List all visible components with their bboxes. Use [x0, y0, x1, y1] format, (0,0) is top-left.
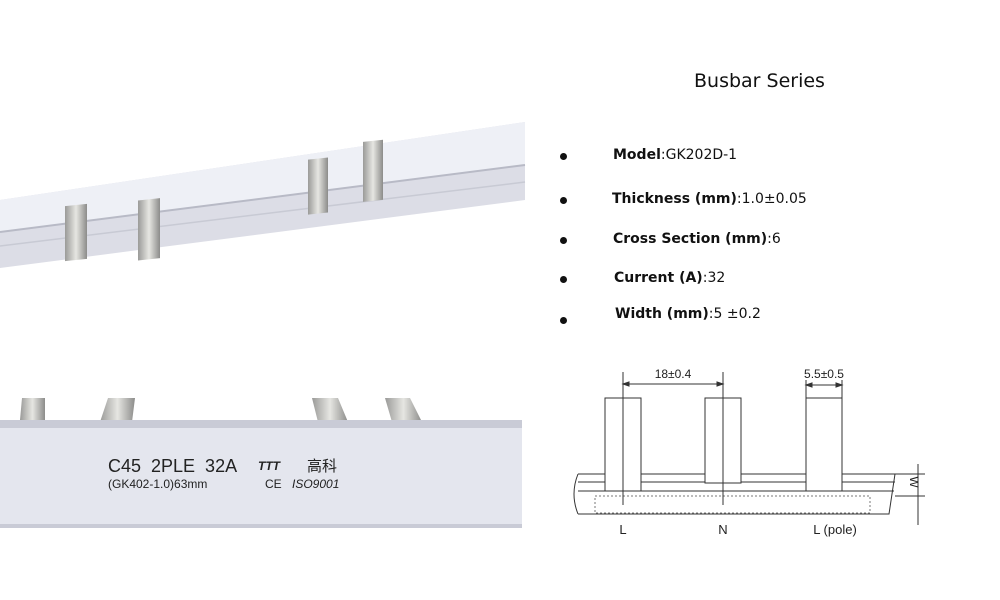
label-n: N	[718, 522, 727, 537]
busbar-pin	[308, 157, 328, 215]
busbar-body	[0, 428, 522, 528]
bullet-icon	[560, 276, 567, 283]
busbar-pin	[65, 203, 87, 262]
width-symbol: W	[907, 476, 921, 488]
page-title: Busbar Series	[694, 70, 825, 92]
diagram-pin-pole	[805, 397, 843, 492]
brand-logo: TTT	[258, 459, 282, 473]
dimension-diagram: 18±0.4 5.5±0.5 W L N L (pole)	[573, 367, 925, 537]
product-print-line1: C45 2PLE 32A	[108, 456, 237, 476]
label-l: L	[619, 522, 626, 537]
iso-mark: ISO9001	[292, 477, 339, 491]
spec-thickness: Thickness (mm):1.0±0.05	[560, 191, 807, 207]
label-pole: L (pole)	[813, 522, 857, 537]
busbar-pin	[100, 398, 135, 422]
bullet-icon	[560, 153, 567, 160]
pitch-dimension: 18±0.4	[655, 367, 692, 381]
brand-name: 高科	[307, 458, 337, 475]
busbar-pin	[312, 398, 348, 422]
spec-cross-section: Cross Section (mm):6	[560, 231, 781, 247]
busbar-photo-angled	[0, 122, 526, 268]
pin-width-dimension: 5.5±0.5	[804, 367, 844, 381]
busbar-pin	[363, 139, 383, 202]
ce-mark: CE	[265, 477, 282, 491]
bullet-icon	[560, 197, 567, 204]
spec-width: Width (mm):5 ±0.2	[560, 306, 761, 324]
spec-current: Current (A):32	[560, 270, 725, 286]
busbar-pin	[138, 198, 160, 261]
product-print-line2: (GK402-1.0)63mm	[108, 477, 207, 491]
busbar-pin	[385, 398, 422, 422]
bullet-icon	[560, 237, 567, 244]
spec-model: Model:GK202D-1	[560, 147, 737, 163]
busbar-photo-front: C45 2PLE 32A TTT 高科 (GK402-1.0)63mm CE I…	[0, 398, 522, 528]
bullet-icon	[560, 317, 567, 324]
busbar-pin	[20, 398, 45, 422]
